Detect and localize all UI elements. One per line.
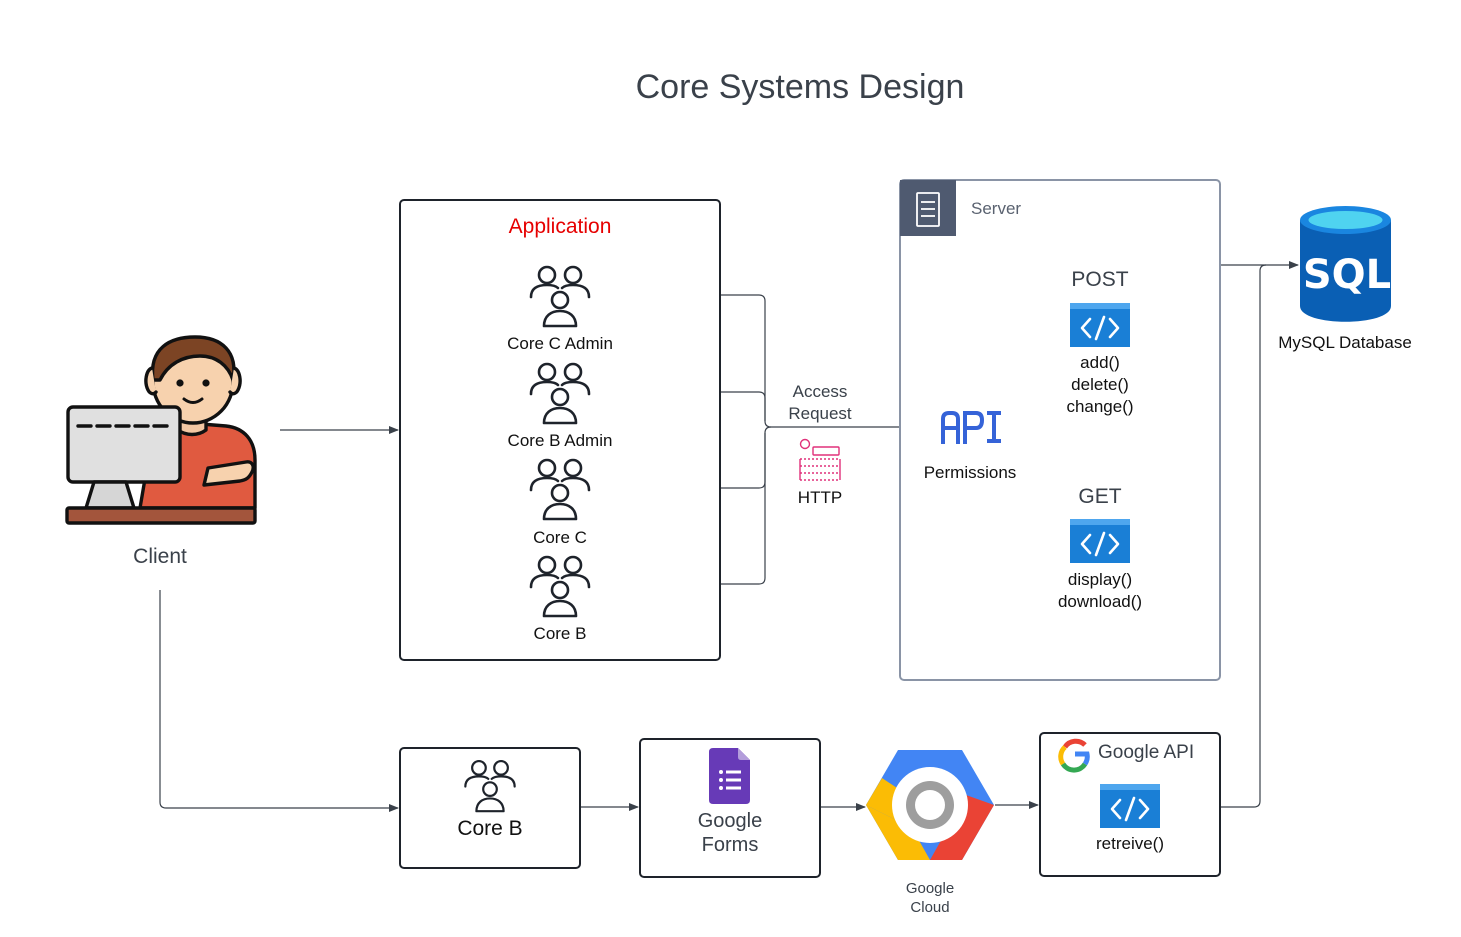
post-function-add: add() (1080, 353, 1120, 372)
core-c-admin-connector (591, 294, 772, 428)
retrieve-code-icon (1098, 782, 1162, 830)
get-method-label: GET (1078, 485, 1122, 508)
google-api-to-database-connector (1221, 264, 1267, 808)
core-b-admin-connector (591, 391, 766, 421)
core-b-admin-label: Core B Admin (507, 431, 613, 450)
page-title: Core Systems Design (635, 68, 965, 106)
connectors (159, 261, 1299, 812)
core-c-admin-label: Core C Admin (507, 334, 613, 353)
client-label: Client (133, 545, 187, 568)
get-function-download: download() (1057, 592, 1143, 611)
server-label: Server (971, 199, 1022, 218)
core-b-label: Core B (533, 624, 587, 643)
sql-database-icon[interactable] (1300, 206, 1391, 322)
http-icon (799, 438, 841, 481)
get-function-display: display() (1067, 570, 1133, 589)
sql-logo-text: SQL (1303, 252, 1391, 298)
access-request-line2: Request (788, 404, 852, 423)
application-box[interactable] (399, 199, 721, 661)
application-title: Application (508, 215, 612, 238)
api-permissions-label: Permissions (923, 463, 1017, 482)
client-icon (65, 335, 257, 525)
google-cloud-line2: Cloud (910, 899, 950, 916)
google-forms-box[interactable] (639, 738, 821, 878)
core-b-connector (591, 433, 766, 585)
google-forms-line2: Forms (701, 834, 759, 856)
post-code-icon (1068, 301, 1132, 349)
client-to-core-b-arrow (159, 590, 399, 812)
database-label: MySQL Database (1278, 333, 1412, 352)
google-api-function: retreive() (1095, 834, 1165, 853)
http-label: HTTP (797, 488, 843, 507)
client-smile (182, 397, 204, 404)
google-cloud-line1: Google (905, 880, 955, 897)
bottom-core-b-label: Core B (457, 817, 523, 840)
get-code-icon (1068, 517, 1132, 565)
server-icon (916, 192, 940, 227)
google-forms-line1: Google (697, 810, 763, 832)
google-g-icon (1058, 738, 1090, 773)
google-api-label: Google API (1098, 742, 1195, 763)
api-icon (941, 411, 1001, 444)
post-method-label: POST (1071, 268, 1129, 291)
core-c-label: Core C (533, 528, 587, 547)
client-face (176, 379, 210, 387)
server-box[interactable] (899, 179, 1221, 681)
post-function-change: change() (1066, 397, 1134, 416)
core-b-box[interactable] (399, 747, 581, 869)
google-forms-icon (709, 748, 750, 804)
server-header-block (900, 180, 956, 236)
access-request-line1: Access (792, 382, 848, 401)
post-function-delete: delete() (1071, 375, 1129, 394)
google-cloud-icon (866, 750, 994, 860)
